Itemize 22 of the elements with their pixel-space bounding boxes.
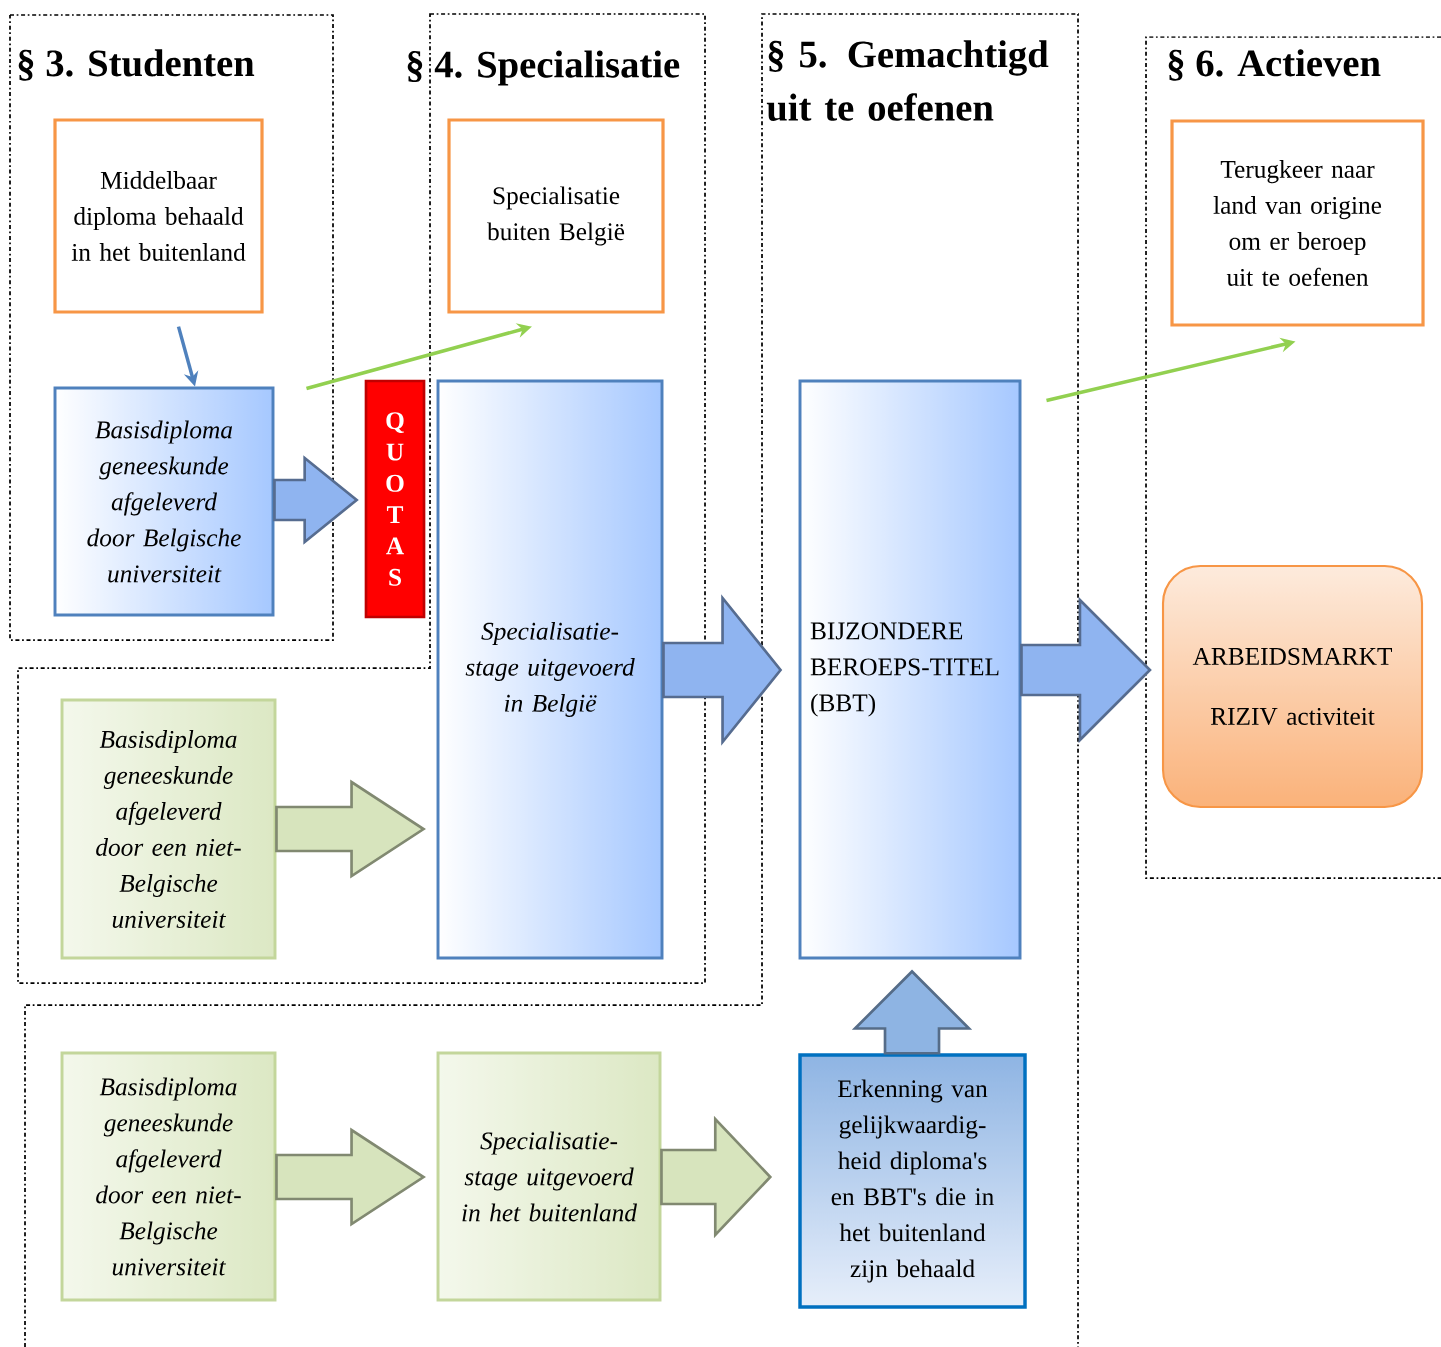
block-arrow bbox=[851, 969, 973, 1055]
process-box: Erkenning van gelijkwaardig-heid diploma's en BBT's die in het buitenland zijn behaald bbox=[798, 1053, 1027, 1309]
block-arrow bbox=[275, 1127, 426, 1227]
rounded-box: ARBEIDSMARKT RIZIV activiteit bbox=[1161, 564, 1424, 809]
process-box: Specialisatie-stage uitgevoerd in België bbox=[436, 379, 664, 960]
process-box: Basisdiploma geneeskunde afgeleverd door Belgische universiteit bbox=[53, 386, 275, 617]
process-box: BIJZONDERE BEROEPS-TITEL (BBT) bbox=[798, 379, 1022, 960]
text-box: Terugkeer naar land van origine om er beroep uit te oefenen bbox=[1170, 119, 1425, 327]
text-box: Middelbaar diploma behaald in het buitenland bbox=[53, 118, 264, 314]
quota-bar: QUOTAS bbox=[364, 379, 426, 619]
process-box: Specialisatie-stage uitgevoerd in het buitenland bbox=[436, 1051, 662, 1302]
section-heading: § 6. Actieven bbox=[1168, 49, 1381, 81]
block-arrow bbox=[273, 455, 359, 545]
text-box: Specialisatie buiten België bbox=[447, 118, 665, 314]
block-arrow bbox=[275, 779, 426, 879]
block-arrow bbox=[660, 1115, 773, 1239]
section-heading: § 5. Gemachtigd uit te oefenen bbox=[766, 40, 1049, 121]
section-heading: § 3. Studenten bbox=[18, 49, 255, 81]
process-box: Basisdiploma geneeskunde afgeleverd door een niet-Belgische universiteit bbox=[60, 1051, 277, 1302]
process-box: Basisdiploma geneeskunde afgeleverd door een niet-Belgische universiteit bbox=[60, 698, 277, 960]
block-arrow bbox=[662, 594, 783, 746]
block-arrow bbox=[1020, 596, 1152, 744]
